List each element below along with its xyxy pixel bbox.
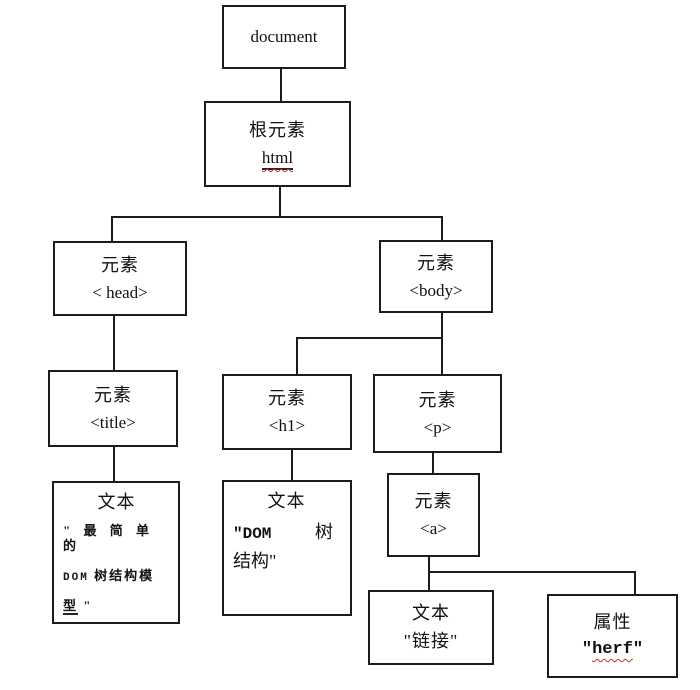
node-head: 元素 < head> xyxy=(53,241,187,316)
node-title: 元素 <title> xyxy=(48,370,178,447)
node-root-tag: html xyxy=(261,148,294,171)
node-title-title: 元素 xyxy=(94,384,132,405)
node-title-tag: <title> xyxy=(90,412,136,432)
connector-body-children-rail xyxy=(296,337,443,339)
node-text-h1-label: 文本 xyxy=(267,491,306,511)
node-body-tag: <body> xyxy=(409,280,463,300)
node-attr-label: 属性 xyxy=(593,612,632,633)
connector-title-text xyxy=(113,445,115,481)
node-document: document xyxy=(222,5,346,69)
connector-h1-text xyxy=(291,448,293,480)
node-text-a-value: "链接" xyxy=(403,631,459,651)
node-h1-title: 元素 xyxy=(268,388,306,409)
node-h1: 元素 <h1> xyxy=(222,374,352,450)
node-body: 元素 <body> xyxy=(379,240,493,313)
node-h1-tag: <h1> xyxy=(268,416,306,436)
node-p-tag: <p> xyxy=(423,417,452,437)
node-body-title: 元素 xyxy=(417,252,455,273)
connector-p-a xyxy=(432,451,434,473)
node-p-title: 元素 xyxy=(418,389,457,410)
connector-document-root xyxy=(280,69,282,101)
node-attr-value: "herf" xyxy=(581,640,644,660)
node-text-title-line2: DOM 树结构模 xyxy=(63,567,155,584)
node-a-tag: <a> xyxy=(420,519,447,539)
connector-root-children-rail xyxy=(111,216,443,218)
node-text-a: 文本 "链接" xyxy=(368,590,494,665)
node-text-h1-line2: 结构" xyxy=(233,551,277,572)
connector-root-stem xyxy=(279,185,281,216)
node-p: 元素 <p> xyxy=(373,374,502,453)
connector-rail-attr xyxy=(634,571,636,596)
node-text-title-line3: 型 " xyxy=(63,598,93,616)
node-text-title-line1: " 最 简 单 的 xyxy=(63,522,154,553)
node-a: 元素 <a> xyxy=(387,473,480,557)
connector-head-title xyxy=(113,314,115,370)
connector-body-p xyxy=(441,311,443,374)
connector-rail-body xyxy=(441,216,443,242)
connector-rail-head xyxy=(111,216,113,241)
node-attr: 属性 "herf" xyxy=(547,594,678,678)
node-text-title: 文本 " 最 简 单 的 DOM 树结构模 型 " xyxy=(52,481,180,624)
node-root-title: 根元素 xyxy=(249,120,306,141)
node-text-title-label: 文本 xyxy=(97,492,136,512)
node-head-title: 元素 xyxy=(101,254,139,275)
node-document-label: document xyxy=(250,27,318,47)
connector-a-attr-rail xyxy=(428,571,636,573)
connector-rail-h1 xyxy=(296,337,298,374)
node-text-a-label: 文本 xyxy=(412,603,450,624)
node-root-html: 根元素 html xyxy=(204,101,351,187)
node-head-tag: < head> xyxy=(92,282,148,302)
node-a-title: 元素 xyxy=(414,491,453,512)
